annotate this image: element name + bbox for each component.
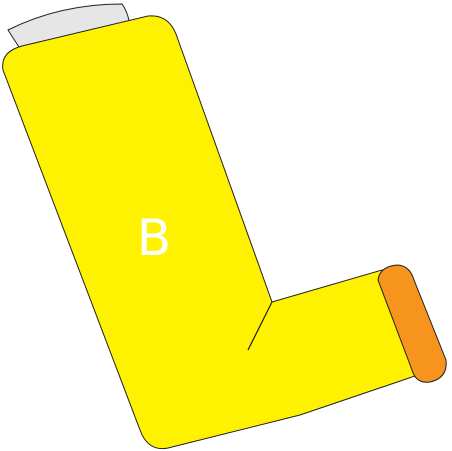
inhaler-body (2, 15, 419, 450)
elbow-crease (247, 301, 273, 351)
inhaler-label: B (137, 209, 171, 267)
mouthpiece-cap (377, 264, 447, 383)
